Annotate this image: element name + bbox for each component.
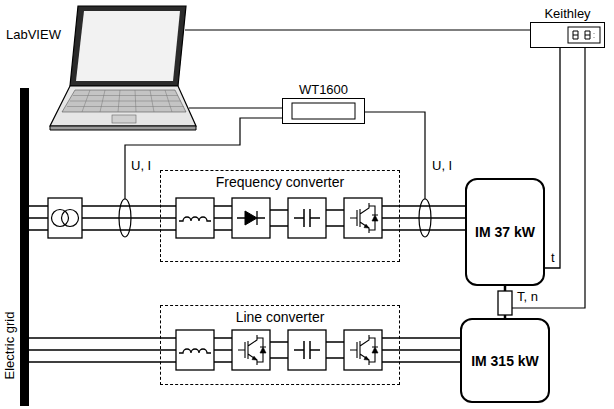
power-wires [214, 338, 232, 362]
grid-busbar [20, 88, 29, 406]
current-probes [119, 199, 431, 237]
power-wires [29, 206, 48, 230]
signal-wires [185, 29, 530, 30]
igbt-symbol [344, 330, 382, 370]
power-wires [82, 206, 176, 230]
grid-label: Electric grid [2, 311, 17, 379]
power-wires [29, 338, 176, 362]
converter-symbols [176, 198, 382, 370]
laptop-illustration [112, 115, 136, 123]
laptop-illustration [50, 6, 196, 130]
inductor-symbol [176, 198, 214, 238]
meter-display [573, 31, 594, 39]
motor-box: IM 315 kW [460, 318, 550, 403]
signal-wires [189, 107, 282, 108]
motor-box: IM 37 kW [465, 178, 545, 286]
laptop-illustration [67, 90, 184, 112]
transformer-symbol [62, 210, 79, 227]
power-wires [214, 206, 232, 230]
meter-box: Keithley [530, 22, 605, 48]
power-wires [270, 342, 288, 358]
grid-busbar [20, 88, 29, 406]
transformer-symbol [52, 210, 69, 227]
analyzer-display [292, 103, 355, 119]
signal-label: U, I [432, 158, 452, 173]
transformer-symbol [48, 198, 82, 238]
node-label: IM 37 kW [475, 224, 535, 240]
capacitor-symbol [288, 198, 326, 238]
node-label: Frequency converter [216, 174, 344, 190]
node-label: WT1600 [299, 82, 348, 97]
rectifier-symbol [232, 198, 270, 238]
igbt-symbol [344, 198, 382, 238]
converter-box: Frequency converter [160, 170, 400, 262]
signal-wires [365, 112, 425, 199]
node-label: Line converter [236, 309, 325, 325]
signal-label: U, I [131, 158, 151, 173]
node-label: IM 315 kW [471, 353, 539, 369]
power-wires [382, 338, 400, 362]
signal-wires [125, 30, 585, 308]
inductor-symbol [176, 330, 214, 370]
analyzer-display [292, 103, 355, 119]
power-connector [545, 48, 560, 268]
power-wires [326, 210, 344, 226]
power-wires [382, 206, 400, 230]
capacitor-symbol [288, 330, 326, 370]
shaft-coupling [498, 291, 512, 315]
node-label: Keithley [544, 6, 590, 21]
software-label: LabVIEW [6, 27, 61, 42]
laptop-illustration [62, 90, 186, 112]
power-wires [326, 342, 344, 358]
power-connector [400, 338, 460, 362]
converter-box: Line converter [160, 305, 400, 385]
signal-label: t [550, 251, 556, 265]
power-wires [270, 210, 288, 226]
laptop-illustration [50, 86, 196, 126]
power-analyzer-box: WT1600 [282, 98, 365, 124]
power-connector [400, 206, 465, 230]
shaft-coupling [498, 286, 512, 318]
laptop-illustration [50, 126, 196, 130]
igbt-symbol [232, 330, 270, 370]
meter-display [568, 27, 600, 43]
signal-label: T, n [517, 289, 538, 304]
current-probes [119, 199, 131, 237]
transformer-symbol [48, 198, 82, 238]
laptop-illustration [70, 6, 186, 86]
laptop-illustration [76, 11, 180, 81]
meter-display [568, 27, 600, 43]
